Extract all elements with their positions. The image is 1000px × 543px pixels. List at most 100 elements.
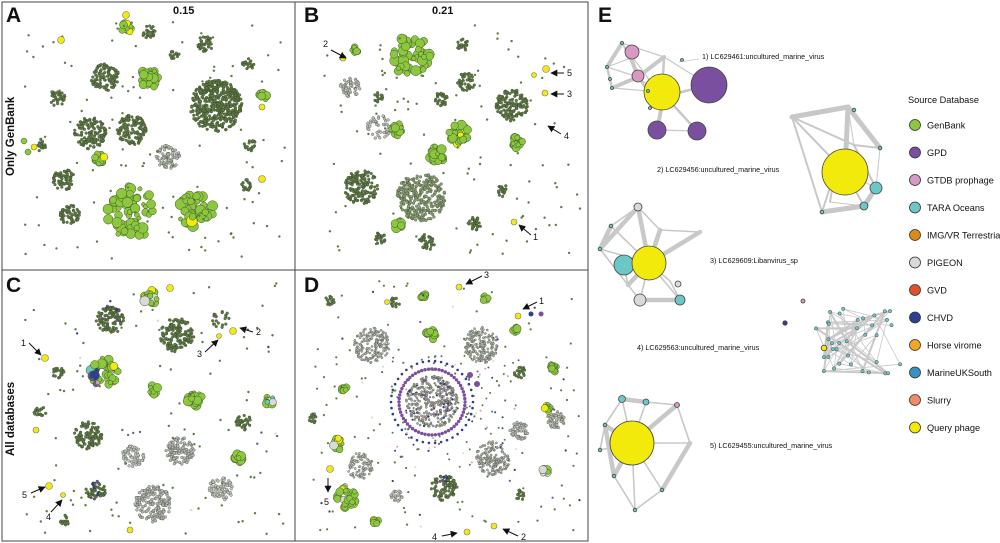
genbank-node [395,65,402,71]
singleton-node [429,246,433,249]
cluster-node [134,496,138,500]
singleton-node [456,146,459,149]
singleton-node [47,392,50,396]
singleton-node [470,461,473,464]
ring-node [420,431,424,436]
panel-d: D 3 1 5 4 2 [304,270,581,542]
genbank-node [397,221,406,230]
cluster-node [242,424,246,428]
cluster-node [188,442,192,446]
cluster-node [362,330,365,334]
cluster-node [377,334,381,337]
singleton-node [510,39,513,43]
cluster-node [44,411,48,415]
cluster-node [158,148,162,152]
cluster-node [248,418,252,422]
genbank-node [139,295,151,307]
cluster-node [199,41,204,45]
singleton-node [384,127,387,130]
cluster-node [237,109,241,114]
cluster-node [226,105,230,109]
cluster-node [425,246,429,250]
cluster [456,37,469,52]
cluster-node [137,132,141,136]
cluster-node [236,417,240,421]
singleton-node [237,520,240,524]
cluster-node [147,514,151,518]
cluster-node [424,376,428,379]
cluster-node [355,189,359,193]
cluster-node [237,93,242,97]
ring-node [467,418,471,422]
cluster-node [480,359,484,362]
cluster-node [98,142,102,146]
cluster-node [425,397,429,400]
singleton-node [54,437,57,440]
cluster-node [201,114,205,118]
cluster-node [475,334,478,337]
cluster-node [99,137,103,141]
singleton-node [158,328,161,332]
cluster-node [425,415,428,418]
singleton-node [117,467,120,470]
cluster-node [86,425,90,429]
ring-node [452,424,456,429]
cluster-node [127,464,131,468]
cluster-node [375,98,379,102]
cluster-node [360,174,364,178]
singleton-node [274,432,277,435]
singleton-node [476,69,480,73]
cluster-node [195,97,199,101]
cluster-node [450,388,454,391]
cluster-node [480,330,483,334]
threshold-label-b: 0.21 [432,5,453,17]
ring-node [457,419,461,424]
cluster-node [95,66,99,70]
cluster-node [125,131,129,135]
singleton-node [405,432,408,435]
cluster-node [384,354,387,357]
cluster-node [123,122,127,126]
cluster-node [84,131,88,135]
singleton-node [439,382,442,385]
cluster-node [416,403,420,406]
cluster-node [133,457,137,461]
cluster-node [414,191,419,195]
cluster-node [99,84,103,88]
cluster-node [175,346,179,350]
singleton-node [405,409,408,412]
cluster-node [198,36,202,40]
cluster-node [172,451,176,455]
singleton-node [84,491,88,495]
cluster-node [364,352,367,356]
cluster-node [143,127,147,131]
ring-node [426,433,431,437]
cluster-node [111,85,115,90]
cluster-node [216,85,221,89]
cluster-node [499,110,503,114]
singleton-node [240,255,243,258]
cluster-node [357,182,362,186]
singleton-node [25,513,28,516]
cluster-node [373,93,377,97]
singleton-node [190,508,193,512]
cluster-node [107,311,112,316]
ring-node [410,427,415,431]
singleton-node [501,442,504,445]
cluster-node [138,116,142,120]
arrow-num-b-3: 3 [567,89,572,99]
cluster-node [483,341,486,345]
singleton-node [38,357,41,361]
singleton-node [492,359,495,362]
cluster-node [155,502,159,506]
ring-node [393,382,397,386]
cluster-node [118,126,122,130]
cluster-node [369,171,373,176]
cluster-node [475,221,479,225]
cluster-node [379,329,383,332]
cluster-node [141,454,145,458]
cluster [456,72,476,92]
cluster-node [62,521,67,525]
cluster-node [354,351,358,354]
